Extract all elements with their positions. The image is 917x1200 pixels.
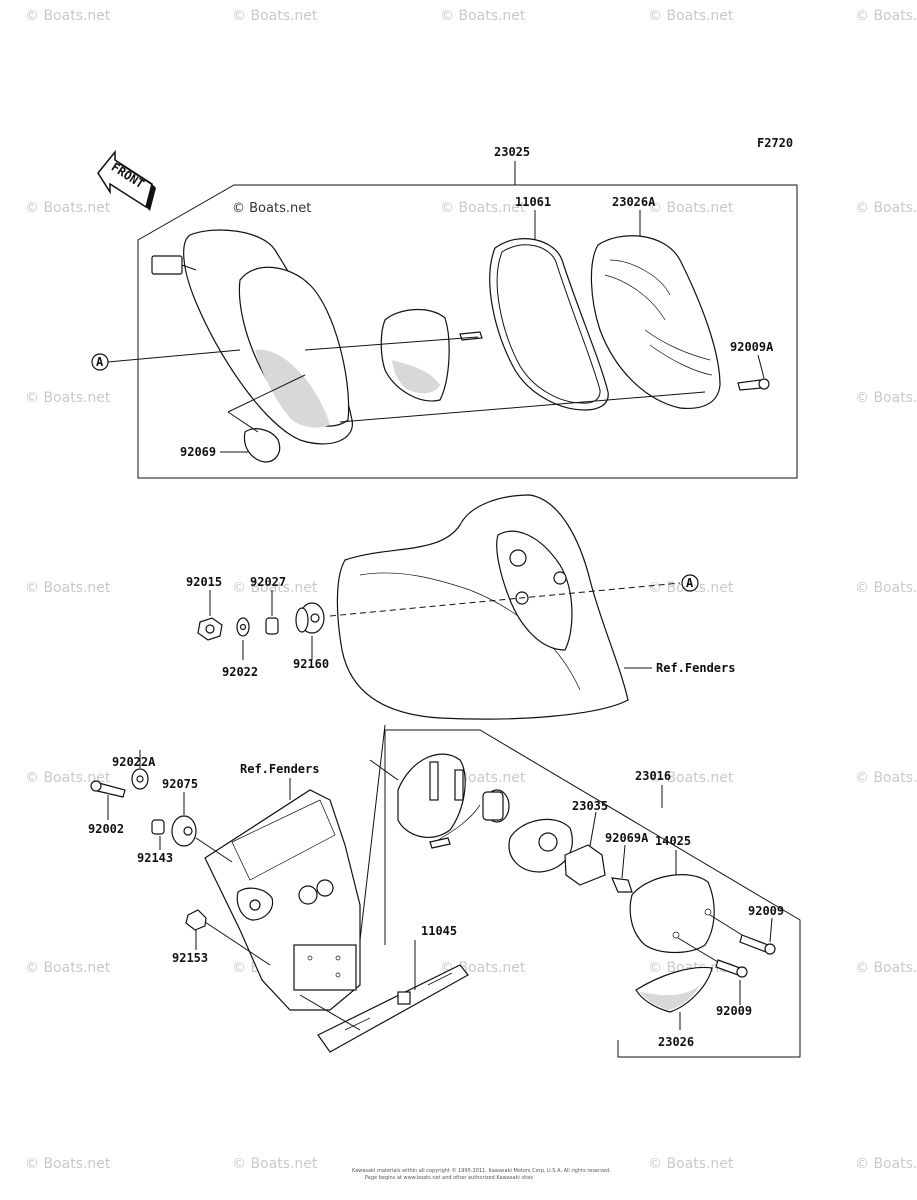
watermark: © Boats.net: [232, 8, 318, 24]
watermark: © Boats.net: [648, 200, 734, 216]
watermark: © Boats.net: [855, 390, 917, 406]
label-ref-fenders-2: Ref.Fenders: [240, 762, 319, 776]
label-23026A: 23026A: [612, 195, 656, 209]
watermark: © Boats.net: [855, 8, 917, 24]
watermark: © Boats.net: [855, 960, 917, 976]
label-92015: 92015: [186, 575, 222, 589]
label-92069: 92069: [180, 445, 216, 459]
label-11045: 11045: [421, 924, 457, 938]
label-92143: 92143: [137, 851, 173, 865]
figure-code: F2720: [757, 136, 793, 150]
tail-lamp-assembly-group: 23025 © Boats.net 11061 23026A 92009A: [91, 145, 798, 479]
ref-marker-a: A: [96, 355, 104, 369]
label-92022: 92022: [222, 665, 258, 679]
watermark: © Boats.net: [25, 390, 111, 406]
label-92009-2: 92009: [716, 1004, 752, 1018]
watermark: © Boats.net: [25, 770, 111, 786]
label-92153: 92153: [172, 951, 208, 965]
label-92075: 92075: [162, 777, 198, 791]
watermark: © Boats.net: [25, 200, 111, 216]
license-lamp-group: 23016 23035 92069A 14025 92009: [369, 729, 801, 1058]
license-bracket-group: Ref.Fenders 92002 92022A 92143 92075: [88, 724, 469, 1053]
label-23026: 23026: [658, 1035, 694, 1049]
label-11061: 11061: [515, 195, 551, 209]
label-92069A: 92069A: [605, 831, 649, 845]
label-92160: 92160: [293, 657, 329, 671]
watermark: © Boats.net: [648, 770, 734, 786]
watermark: © Boats.net: [25, 8, 111, 24]
label-92027: 92027: [250, 575, 286, 589]
watermark: © Boats.net: [25, 960, 111, 976]
label-92022A: 92022A: [112, 755, 156, 769]
watermark: © Boats.net: [855, 1156, 917, 1172]
copyright-mark: © Boats.net: [232, 201, 311, 216]
watermark: © Boats.net: [232, 580, 318, 596]
watermark: © Boats.net: [440, 8, 526, 24]
ref-marker-a-2: A: [686, 576, 694, 590]
watermark: © Boats.net: [648, 8, 734, 24]
watermark: © Boats.net: [855, 770, 917, 786]
watermark: © Boats.net: [855, 200, 917, 216]
footer-copyright-2: Page begins at www.boats.net and other a…: [365, 1175, 533, 1181]
label-ref-fenders-1: Ref.Fenders: [656, 661, 735, 675]
label-23025: 23025: [494, 145, 530, 159]
watermark: © Boats.net: [648, 1156, 734, 1172]
watermark: © Boats.net: [855, 580, 917, 596]
label-23035: 23035: [572, 799, 608, 813]
label-92009A: 92009A: [730, 340, 774, 354]
label-23016: 23016: [635, 769, 671, 783]
label-92009-1: 92009: [748, 904, 784, 918]
watermark: © Boats.net: [25, 1156, 111, 1172]
watermark: © Boats.net: [232, 1156, 318, 1172]
watermark: © Boats.net: [25, 580, 111, 596]
label-92002: 92002: [88, 822, 124, 836]
fender-mount-group: A Ref.Fenders 92015 92027 92022 92160: [186, 494, 735, 720]
label-14025: 14025: [655, 834, 691, 848]
watermark: © Boats.net: [440, 200, 526, 216]
footer-copyright-1: Kawasaki materials within all copyright …: [352, 1167, 611, 1174]
